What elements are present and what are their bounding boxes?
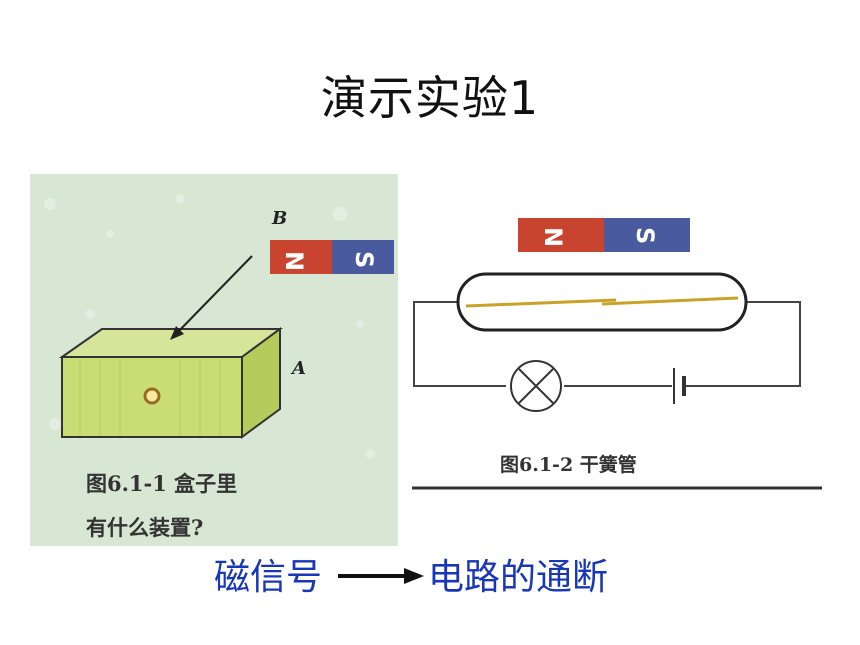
magnet-s-label: S [350,251,378,268]
reed-switch-illustration: N S [412,218,822,490]
slide-title: 演示实验1 [320,71,540,125]
box-side-face [241,327,281,439]
circuit-wire-left [413,301,506,387]
box-illustration: N S B A [44,194,394,459]
arrow-line [173,255,253,337]
magnet-s-label: S [631,227,659,244]
arrow-head [170,326,184,340]
figure1-caption-line1: 图6.1-1 盒子里 [86,471,238,496]
magnet-south [332,240,394,274]
reed-contact-right [601,296,739,306]
magnet-n-label: N [280,251,308,271]
conclusion-row: 磁信号 电路的通断 [0,548,860,598]
right-arrow-icon [338,568,424,584]
circuit-state-text: 电路的通断 [428,557,609,598]
figure1-caption-line2: 有什么装置? [86,515,204,540]
magnet-north [518,218,604,252]
label-a: A [290,358,306,379]
magnet-north [270,240,332,274]
circuit-wire-right [686,301,801,387]
magnetic-signal-text: 磁信号 [214,557,323,598]
figure-reed-switch: N S 图6.1-2 干簧管 [406,196,826,496]
figure2-caption: 图6.1-2 干簧管 [500,454,637,476]
magnet-south [604,218,690,252]
magnet-n-label: N [539,227,567,247]
reed-contact-left [465,298,617,308]
figure-box-device: N S B A 图6.1-1 盒子里 有什么装置? [30,174,398,546]
label-b: B [271,208,287,229]
indicator-light [143,387,161,405]
